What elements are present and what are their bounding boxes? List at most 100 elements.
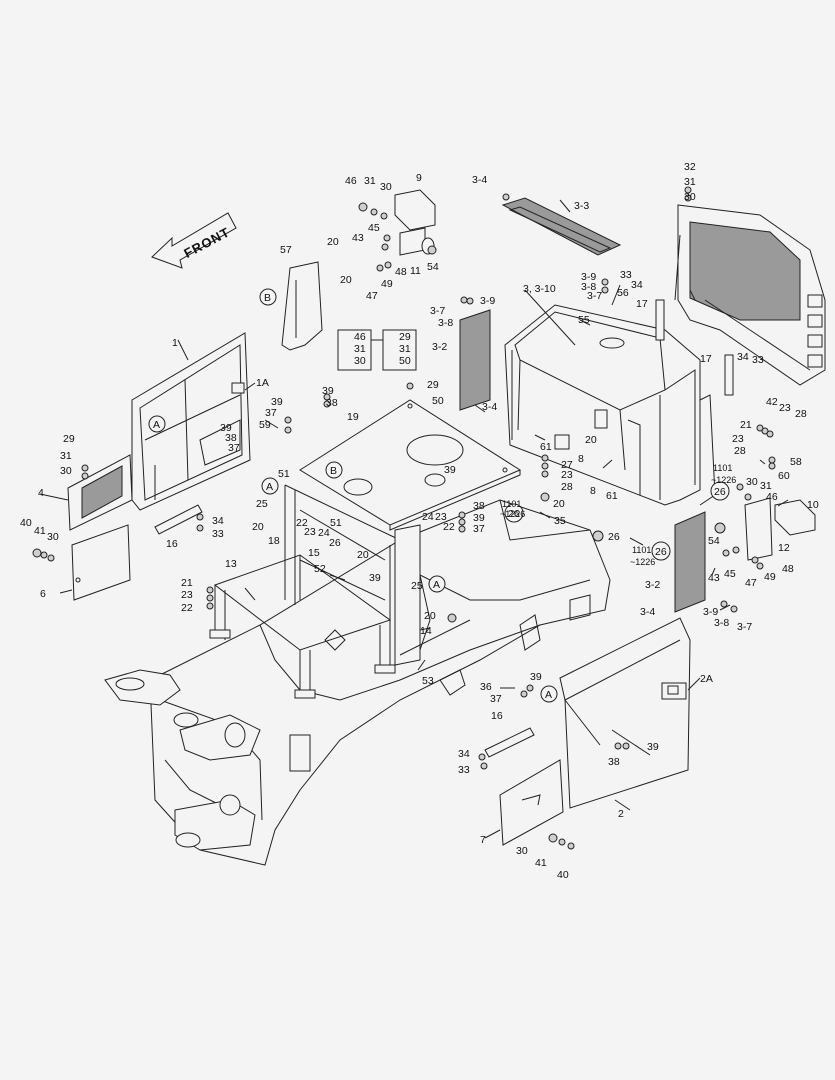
tag-circles: A A A A B B 26 26 26 <box>148 288 730 703</box>
tag-a-4: A <box>545 689 552 701</box>
label-31-c: 31 <box>684 176 696 188</box>
label-3-3: 3-3 <box>574 200 589 212</box>
label-23-e: 23 <box>732 433 744 445</box>
label-3-4-b: 3-4 <box>482 401 497 413</box>
label-6: 6 <box>40 588 46 600</box>
rear-guard-grille <box>674 204 826 386</box>
label-20-d: 20 <box>357 549 369 561</box>
label-34-d: 34 <box>458 748 470 760</box>
label-20-b: 20 <box>340 274 352 286</box>
label-25-b: 25 <box>411 580 423 592</box>
label-20-e: 20 <box>424 610 436 622</box>
tag-26-3: 26 <box>714 486 726 498</box>
label-23-d: 23 <box>561 469 573 481</box>
label-21-a: 21 <box>181 577 193 589</box>
label-36: 36 <box>480 681 492 693</box>
label-10: 10 <box>807 499 819 511</box>
label-33-c: 33 <box>752 354 764 366</box>
label-18: 18 <box>268 535 280 547</box>
label-30-d: 30 <box>684 191 696 203</box>
hinge-bracket-9 <box>394 189 436 256</box>
label-39-g: 39 <box>530 671 542 683</box>
tag-26-2: 26 <box>655 546 667 558</box>
label-29-a: 29 <box>63 433 75 445</box>
label-38-a: 38 <box>326 397 338 409</box>
label-47-b: 47 <box>745 577 757 589</box>
label-28-a: 28 <box>561 481 573 493</box>
label-1: 1 <box>172 337 178 349</box>
roof-mesh <box>501 197 622 256</box>
tag-a-1: A <box>153 419 160 431</box>
label-46-b: 46 <box>766 491 778 503</box>
label-29-c: 29 <box>399 331 411 343</box>
label-41-b: 41 <box>535 857 547 869</box>
label-46-a: 46 <box>345 175 357 187</box>
label-3-8-b: 3-8 <box>581 281 596 293</box>
label-3-4-c: 3-4 <box>640 606 655 618</box>
gas-strut-16-right <box>484 727 535 758</box>
label-1a: 1A <box>256 377 269 389</box>
label-29-b: 29 <box>427 379 439 391</box>
label-15: 15 <box>308 547 320 559</box>
label-37-a: 37 <box>265 407 277 419</box>
gas-strut-17-top <box>655 299 665 341</box>
label-23-a: 23 <box>181 589 193 601</box>
label-38-d: 38 <box>608 756 620 768</box>
label-39-f: 39 <box>369 572 381 584</box>
label-3-8-a: 3-8 <box>438 317 453 329</box>
label-56: 56 <box>617 287 629 299</box>
tag-b-2: B <box>330 465 337 477</box>
label-42: 42 <box>766 396 778 408</box>
label-11: 11 <box>410 265 421 277</box>
label-31-a: 31 <box>364 175 376 187</box>
upper-frame <box>104 499 611 866</box>
label-41-a: 41 <box>34 525 46 537</box>
label-3-4-a: 3-4 <box>472 174 487 186</box>
label-16-b: 16 <box>491 710 503 722</box>
label-26-a: 26 <box>329 537 341 549</box>
side-mesh-right <box>674 511 706 613</box>
guard-4 <box>67 454 133 531</box>
label-7: 7 <box>480 834 486 846</box>
range-label-1101-c: 1101 <box>713 463 732 473</box>
label-53: 53 <box>422 675 434 687</box>
label-8-b: 8 <box>590 485 596 497</box>
tag-a-3: A <box>433 579 440 591</box>
gas-strut-16-left <box>154 504 203 535</box>
cover-7 <box>499 759 564 846</box>
label-30-b: 30 <box>60 465 72 477</box>
label-33-d: 33 <box>458 764 470 776</box>
range-label-1226-b: ~1226 <box>630 557 655 567</box>
label-40-a: 40 <box>20 517 32 529</box>
label-28-b: 28 <box>734 445 746 457</box>
label-58: 58 <box>790 456 802 468</box>
label-31-d: 31 <box>760 480 772 492</box>
label-3-8-c: 3-8 <box>714 617 729 629</box>
cab-support-frame <box>284 484 471 666</box>
hinge-bracket-10 <box>744 497 816 561</box>
label-2: 2 <box>618 808 624 820</box>
label-55: 55 <box>578 314 590 326</box>
label-22-b: 22 <box>296 517 308 529</box>
label-49-b: 49 <box>764 571 776 583</box>
label-39-a: 39 <box>322 385 334 397</box>
label-39-h: 39 <box>647 741 659 753</box>
label-14: 14 <box>420 625 432 637</box>
cover-6 <box>71 524 131 601</box>
label-22-a: 22 <box>181 602 193 614</box>
label-51-b: 51 <box>330 517 342 529</box>
front-arrow: FRONT <box>151 212 237 269</box>
range-label-1101-b: 1101 <box>632 545 651 555</box>
frame-13 <box>209 554 396 699</box>
part-box-right <box>371 329 417 371</box>
label-37-c: 37 <box>473 523 485 535</box>
label-28-c: 28 <box>795 408 807 420</box>
label-61-b: 61 <box>606 490 618 502</box>
tag-b-1: B <box>264 292 271 304</box>
label-38-b: 38 <box>225 432 237 444</box>
label-39-e: 39 <box>473 512 485 524</box>
label-30-a: 30 <box>380 181 392 193</box>
door-2 <box>559 617 691 809</box>
label-3-7-c: 3-7 <box>737 621 752 633</box>
